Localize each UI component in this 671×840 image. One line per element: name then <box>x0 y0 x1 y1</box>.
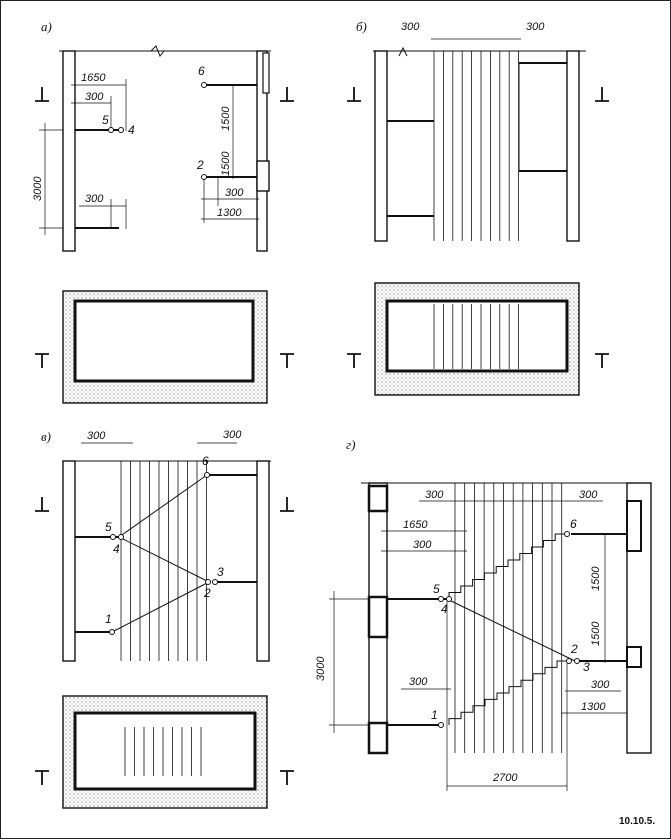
dim-2700: 2700 <box>492 772 518 784</box>
point-1-label: 1 <box>431 708 438 722</box>
left-wall <box>374 50 388 242</box>
point-5-label: 5 <box>102 113 109 127</box>
point-5 <box>108 127 114 133</box>
panel-v-section: в) 300 300 6 5 4 3 2 1 <box>35 429 294 809</box>
point-2-label: 2 <box>203 586 211 600</box>
dim-300-b: 300 <box>409 676 428 688</box>
point-2-label: 2 <box>570 642 578 656</box>
point-3-label: 3 <box>583 660 590 674</box>
dim-300-left: 300 <box>401 21 420 33</box>
dim-1500-lower: 1500 <box>220 151 232 176</box>
point-6 <box>204 472 210 478</box>
right-wall <box>256 50 268 252</box>
dim-300-right: 300 <box>223 429 242 441</box>
dim-300-top-left: 300 <box>425 489 444 501</box>
dim-1650: 1650 <box>81 72 106 84</box>
point-3-label: 3 <box>217 565 224 579</box>
point-6-label: 6 <box>202 454 209 468</box>
dim-300-c: 300 <box>591 679 610 691</box>
panel-a-label: а) <box>41 19 52 34</box>
stair-treads-elevation <box>454 483 563 753</box>
dim-300-top-right: 300 <box>579 489 598 501</box>
point-4-label: 4 <box>128 123 135 137</box>
point-6-label: 6 <box>198 64 205 78</box>
point-3 <box>212 579 218 585</box>
point-1 <box>438 722 444 728</box>
panel-a-section: а) 1650 300 3000 300 1500 1500 <box>32 19 294 404</box>
dim-1500-lower: 1500 <box>590 621 602 646</box>
panel-v-label: в) <box>41 429 51 444</box>
point-5 <box>438 596 444 602</box>
stair-flight <box>448 533 567 599</box>
dim-1300: 1300 <box>581 701 606 713</box>
point-5-label: 5 <box>105 520 112 534</box>
stair-treads-elevation <box>120 461 207 661</box>
dim-300-a: 300 <box>413 539 432 551</box>
point-1 <box>109 629 115 635</box>
panel-b-section: б) 300 300 <box>347 19 609 396</box>
point-4 <box>118 534 124 540</box>
panel-g-label: г) <box>346 437 355 452</box>
dim-1500-upper: 1500 <box>590 566 602 591</box>
stair-flight-steps <box>448 533 569 725</box>
plan-v-treads <box>124 727 202 776</box>
point-5-label: 5 <box>433 582 440 596</box>
dim-300-right: 300 <box>225 187 244 199</box>
dim-3000: 3000 <box>32 176 44 201</box>
right-wall <box>566 50 580 242</box>
point-4-label: 4 <box>113 542 120 556</box>
point-6 <box>564 531 570 537</box>
dim-1500-upper: 1500 <box>220 106 232 131</box>
right-wall <box>256 460 270 662</box>
point-2 <box>566 658 572 664</box>
plan-v-opening <box>73 711 257 791</box>
plan-b-treads <box>433 304 519 369</box>
dim-1650: 1650 <box>403 519 428 531</box>
point-2-label: 2 <box>196 158 204 172</box>
dim-300-right: 300 <box>526 21 545 33</box>
plan-a-opening <box>73 299 255 383</box>
panel-g-section: г) 300 300 1650 300 3000 1500 1500 300 <box>315 437 652 791</box>
dim-300-top: 300 <box>85 91 104 103</box>
dim-300-left: 300 <box>87 430 106 442</box>
dim-1300: 1300 <box>217 207 242 219</box>
left-wall <box>62 50 76 252</box>
point-1-label: 1 <box>105 612 112 626</box>
stair-flight <box>448 660 569 725</box>
point-6-label: 6 <box>570 517 577 531</box>
figure-number: 10.10.5. <box>619 816 655 827</box>
point-4 <box>446 596 452 602</box>
point-3 <box>574 658 580 664</box>
point-2 <box>201 174 207 180</box>
plan-b-opening <box>385 299 569 373</box>
point-2 <box>205 579 211 585</box>
point-6 <box>201 82 207 88</box>
point-5 <box>110 534 116 540</box>
panel-b-label: б) <box>356 19 367 34</box>
point-4-label: 4 <box>441 602 448 616</box>
left-wall <box>62 460 76 662</box>
point-4 <box>118 127 124 133</box>
stair-treads-elevation <box>433 51 519 241</box>
dim-3000: 3000 <box>315 656 327 681</box>
dim-300-low: 300 <box>85 193 104 205</box>
